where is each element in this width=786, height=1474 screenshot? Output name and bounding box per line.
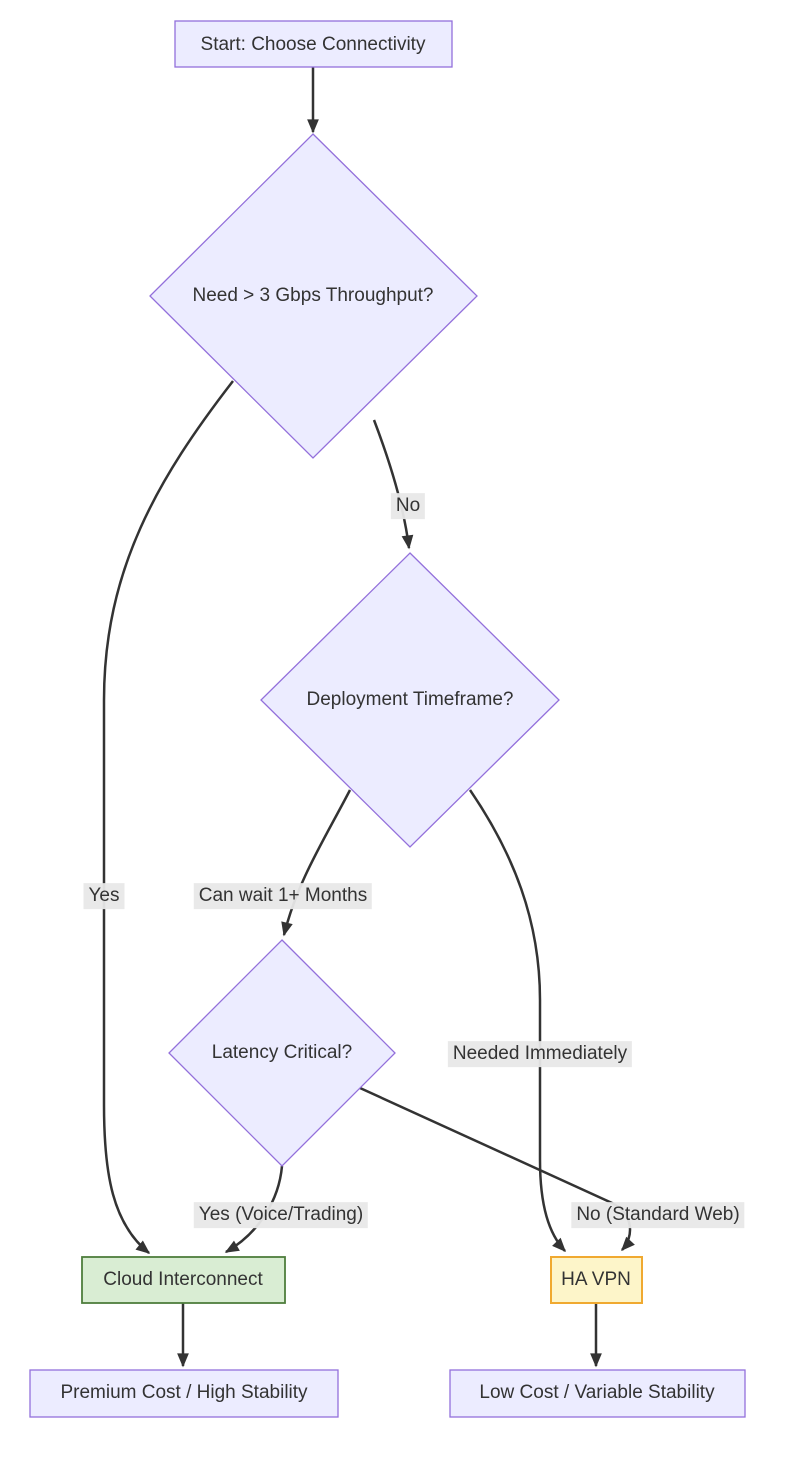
node-throughput-label: Need > 3 Gbps Throughput? (192, 285, 434, 307)
node-start-label: Start: Choose Connectivity (200, 34, 426, 56)
node-throughput-decision (149, 133, 478, 459)
node-cloud-interconnect (81, 1256, 286, 1304)
edge-label-can-wait: Can wait 1+ Months (193, 883, 373, 909)
edge-timeframe-latency-canwait (281, 789, 352, 937)
node-start (174, 20, 453, 68)
edge-throughput-timeframe-no (372, 419, 414, 550)
edge-label-yes: Yes (83, 883, 125, 909)
node-timeframe-label: Deployment Timeframe? (306, 689, 514, 711)
nodes-layer (29, 20, 746, 1418)
node-latency-label: Latency Critical? (211, 1042, 353, 1064)
edge-label-needed-immediately: Needed Immediately (447, 1041, 633, 1067)
node-timeframe-decision (260, 552, 560, 848)
node-low-cost (449, 1369, 746, 1418)
node-premium-label: Premium Cost / High Stability (60, 1382, 308, 1404)
node-latency-decision (168, 939, 396, 1167)
node-interconnect-label: Cloud Interconnect (103, 1269, 263, 1291)
edge-timeframe-havpn-immediate (468, 789, 566, 1253)
edge-throughput-interconnect-yes (102, 380, 234, 1254)
edge-label-no-standard-web: No (Standard Web) (571, 1202, 745, 1228)
node-ha-vpn (550, 1256, 643, 1304)
edge-label-yes-voice-trading: Yes (Voice/Trading) (193, 1202, 369, 1228)
node-havpn-label: HA VPN (561, 1269, 631, 1291)
node-lowcost-label: Low Cost / Variable Stability (479, 1382, 715, 1404)
edge-label-no: No (390, 493, 426, 519)
node-premium-cost (29, 1369, 339, 1418)
